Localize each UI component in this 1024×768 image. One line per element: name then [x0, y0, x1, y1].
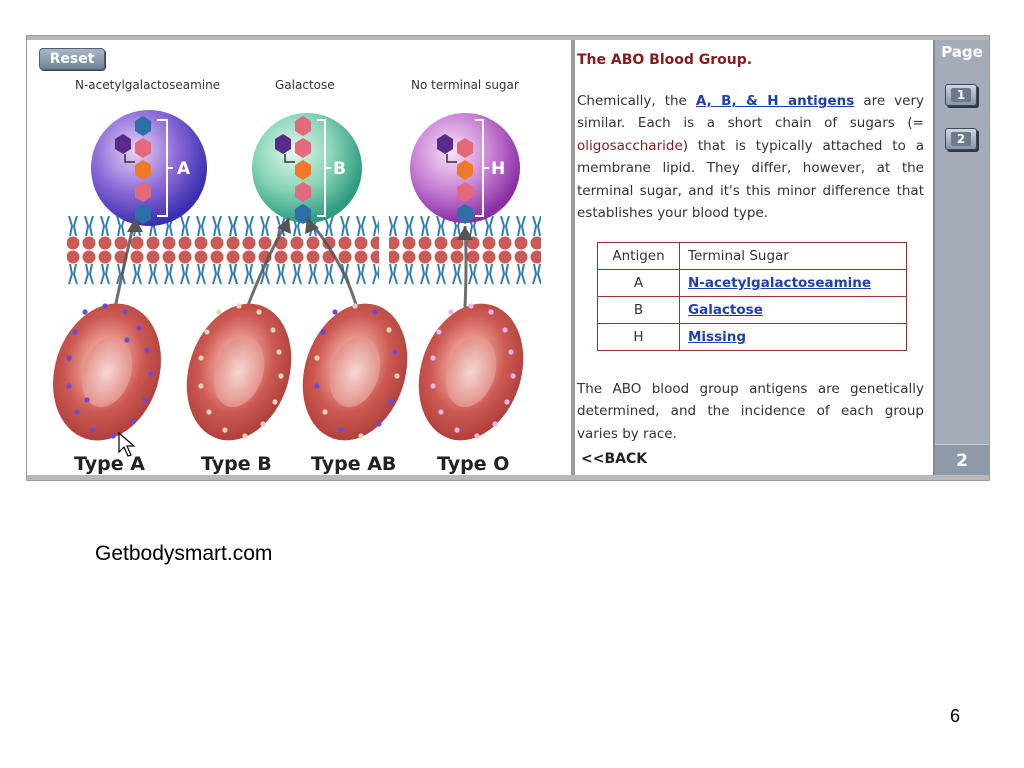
table-row: B Galactose: [597, 296, 907, 324]
sugar-label-n-acetylgalactoseamine: N-acetylgalactoseamine: [75, 78, 221, 92]
sugar-label-galactose: Galactose: [275, 78, 335, 92]
table-cell-antigen: B: [597, 296, 680, 324]
reset-button[interactable]: Reset: [39, 48, 105, 70]
app-window: A B: [26, 35, 990, 481]
intro-text-post: ) that is typically attached to a membra…: [577, 137, 924, 222]
table-header-terminal-sugar: Terminal Sugar: [679, 242, 907, 270]
panel-divider: [571, 40, 575, 477]
page-2-button[interactable]: 2: [945, 128, 977, 150]
table-cell-antigen: H: [597, 323, 680, 351]
page-2-label: 2: [950, 132, 972, 146]
intro-text-mid: are very similar. Each is a short chain …: [577, 93, 925, 132]
blood-type-illustration: A B: [53, 110, 541, 457]
current-page-indicator: 2: [935, 444, 989, 478]
table-header-row: Antigen Terminal Sugar: [597, 242, 907, 270]
source-credit: Getbodysmart.com: [95, 542, 273, 565]
antigen-b-letter: B: [333, 159, 346, 179]
antigen-h-sphere: H: [410, 113, 520, 224]
page-1-label: 1: [950, 88, 972, 102]
red-blood-cell-type-b: [186, 303, 292, 441]
app-bottom-bar: [27, 475, 989, 480]
type-ab-label: Type AB: [311, 453, 397, 475]
antigen-h-letter: H: [491, 159, 505, 179]
back-button[interactable]: <<BACK: [581, 451, 648, 467]
membrane-bilayer-a: [67, 216, 243, 286]
app-top-bar: [27, 36, 989, 40]
page-title: The ABO Blood Group.: [577, 52, 753, 68]
oligosaccharide-term[interactable]: oligosaccharide: [577, 137, 683, 154]
sugar-link-missing[interactable]: Missing: [679, 323, 907, 351]
antigen-table: Antigen Terminal Sugar A N-acetylgalacto…: [597, 242, 907, 351]
type-a-label: Type A: [74, 453, 145, 475]
table-row: A N-acetylgalactoseamine: [597, 269, 907, 297]
text-panel: The ABO Blood Group. Chemically, the A, …: [575, 40, 933, 477]
mouse-pointer-icon: [118, 431, 136, 457]
illustration-panel: A B: [27, 40, 571, 477]
antigen-b-sphere: B: [252, 113, 362, 224]
antigens-link[interactable]: A, B, & H antigens: [695, 93, 855, 109]
intro-paragraph: Chemically, the A, B, & H antigens are v…: [577, 90, 924, 224]
type-b-label: Type B: [201, 453, 272, 475]
red-blood-cell-type-o: [418, 303, 524, 441]
table-header-antigen: Antigen: [597, 242, 680, 270]
genetics-paragraph: The ABO blood group antigens are genetic…: [577, 381, 924, 442]
page-nav-title: Page: [941, 43, 983, 61]
slide-number: 6: [950, 706, 961, 726]
type-o-label: Type O: [437, 453, 510, 475]
red-blood-cell-type-a: [53, 303, 161, 441]
antigen-a-sphere: A: [91, 110, 207, 226]
sugar-label-no-terminal-sugar: No terminal sugar: [411, 78, 519, 92]
table-row: H Missing: [597, 323, 907, 351]
table-cell-antigen: A: [597, 269, 680, 297]
intro-text-pre: Chemically, the: [577, 93, 696, 109]
sugar-link-galactose[interactable]: Galactose: [679, 296, 907, 324]
page-navigator: Page 1 2 2: [933, 40, 989, 478]
antigen-a-letter: A: [177, 159, 191, 179]
page-1-button[interactable]: 1: [945, 84, 977, 106]
sugar-link-n-acetylgalactoseamine[interactable]: N-acetylgalactoseamine: [679, 269, 907, 297]
membrane-bilayer-b: [231, 216, 379, 286]
arrow-heads: [127, 218, 473, 240]
red-blood-cell-type-ab: [302, 303, 408, 441]
